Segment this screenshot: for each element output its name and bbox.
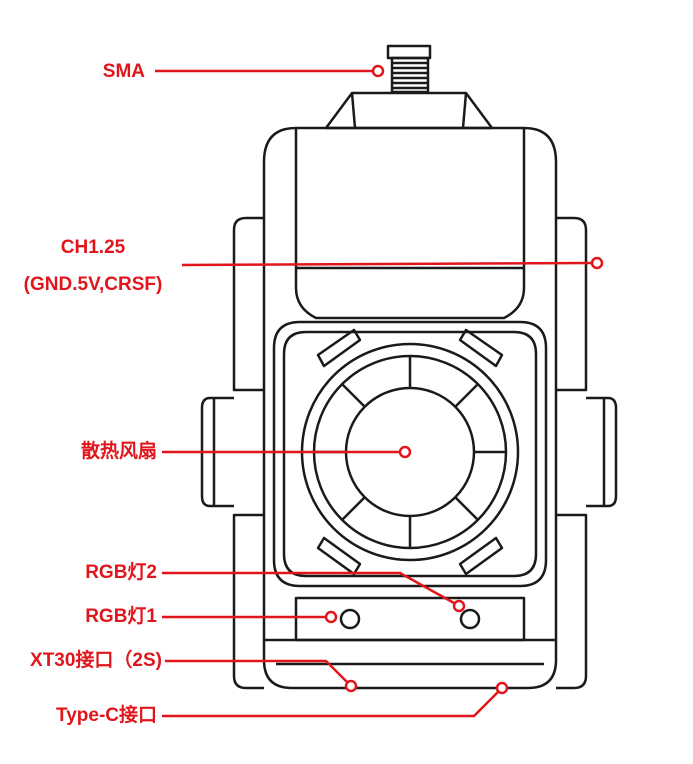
vent-slot-tr — [458, 328, 504, 368]
marker-sma — [371, 64, 385, 78]
label-sma: SMA — [102, 61, 145, 82]
label-ch125-line2: (GND.5V,CRSF) — [23, 274, 163, 295]
label-typec-port: Type-C接口 — [56, 705, 157, 726]
marker-typec — [495, 681, 509, 695]
right-clip-upper — [556, 216, 588, 392]
antenna-cap — [324, 91, 494, 130]
top-module — [294, 128, 526, 320]
fan-housing — [272, 320, 548, 588]
marker-rgb1 — [324, 610, 338, 624]
left-clip-lower — [232, 513, 264, 690]
label-rgb-led-2: RGB灯2 — [85, 562, 157, 583]
left-clip-upper — [232, 216, 264, 392]
device-outline — [200, 44, 618, 690]
cooling-fan — [300, 342, 520, 562]
leader-xt30 — [165, 659, 348, 683]
callouts — [155, 64, 604, 718]
label-xt30-port: XT30接口（2S) — [30, 650, 162, 671]
sma-connector — [386, 44, 432, 94]
label-rgb-led-1: RGB灯1 — [85, 606, 157, 627]
right-button — [586, 396, 618, 508]
vent-slot-tl — [316, 328, 362, 368]
label-ch125-line1: CH1.25 — [60, 237, 126, 258]
marker-fan — [398, 445, 412, 459]
leader-rgb2 — [162, 571, 455, 605]
marker-xt30 — [344, 679, 358, 693]
label-cooling-fan: 散热风扇 — [80, 441, 157, 462]
marker-ch125 — [590, 256, 604, 270]
main-body — [262, 126, 558, 690]
leader-ch125 — [181, 261, 593, 267]
vent-slot-bl — [316, 536, 362, 576]
vent-slot-br — [458, 536, 504, 576]
right-clip-lower — [556, 513, 588, 690]
rgb-led-2-window — [459, 608, 481, 630]
rgb-led-1-window — [339, 608, 361, 630]
marker-rgb2 — [452, 599, 466, 613]
leader-typec — [162, 691, 499, 718]
